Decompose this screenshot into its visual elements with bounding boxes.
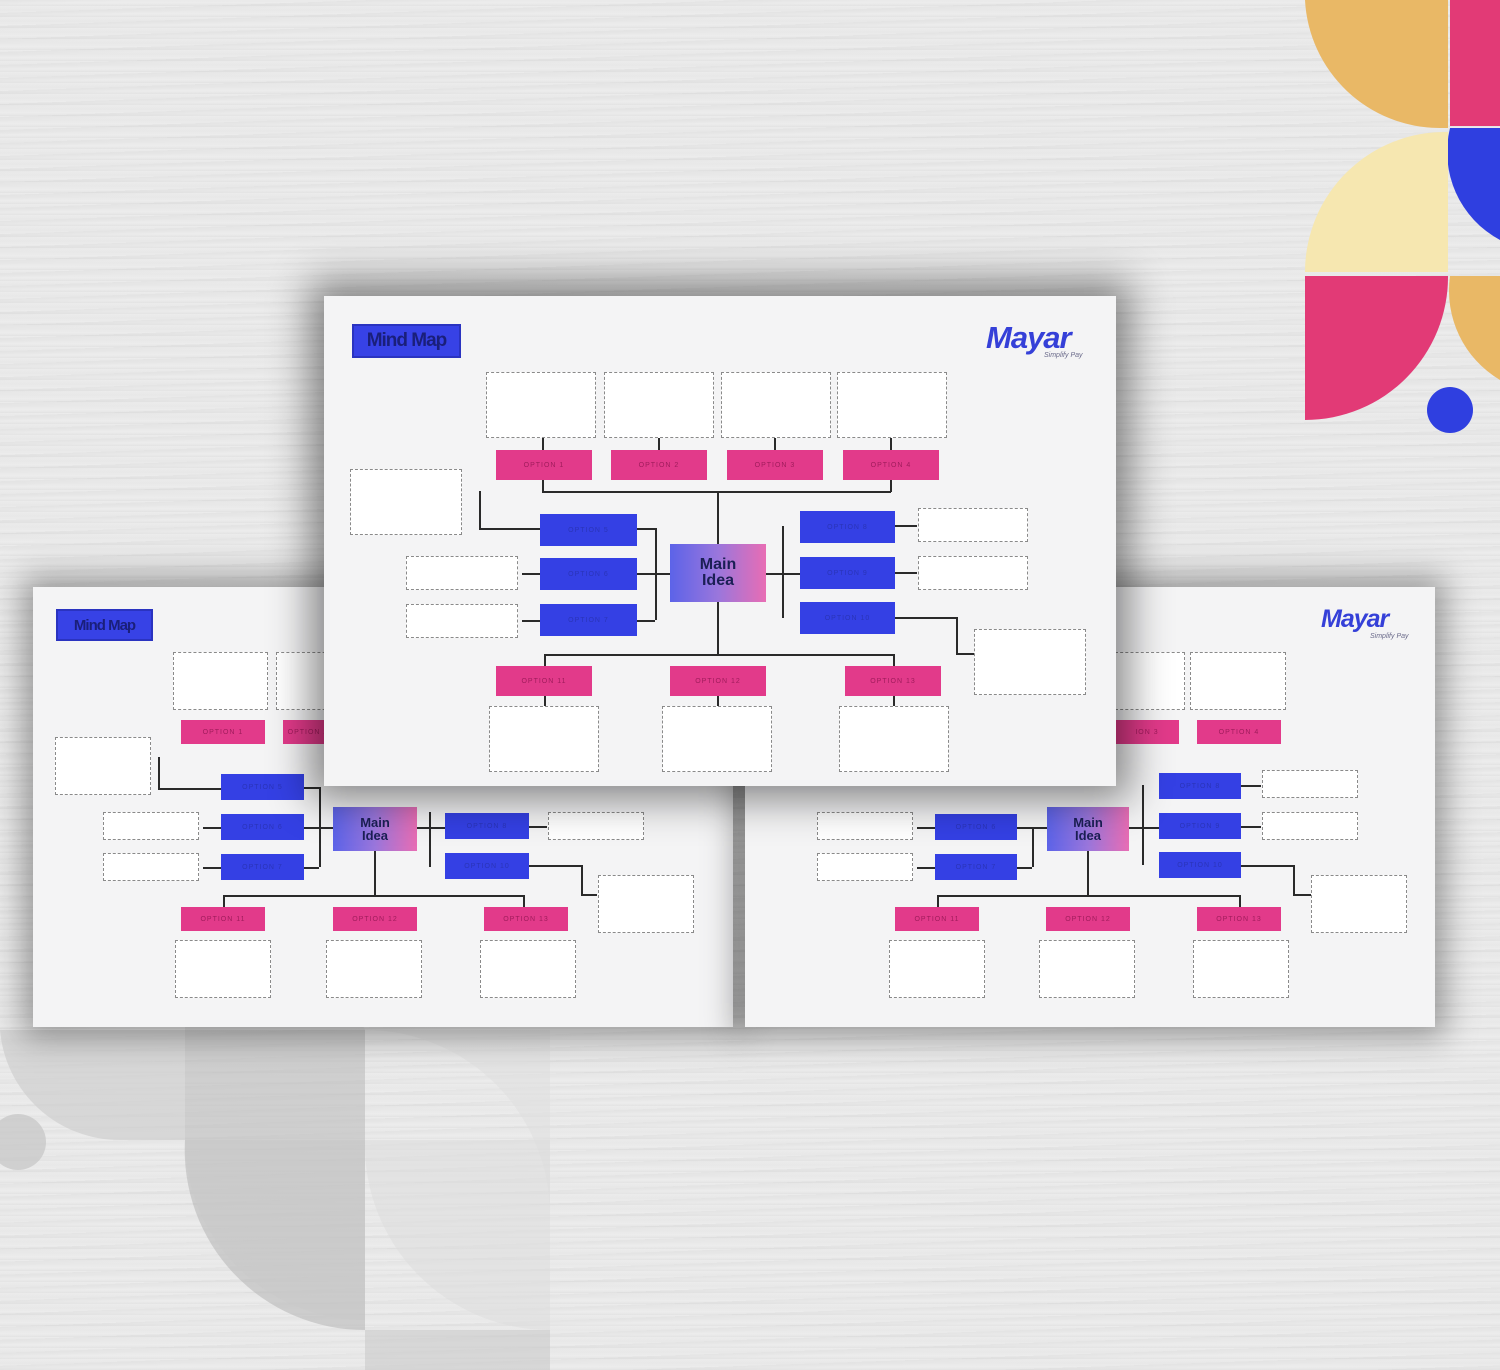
right-option-4: OPTION 4 [1197,720,1281,744]
front-option-1: OPTION 1 [496,450,592,480]
right-brand-tagline: Simplify Pay [1370,633,1409,640]
front-bottom-box [662,706,772,772]
left-top-box [173,652,268,710]
right-option-11: OPTION 11 [895,907,979,931]
front-option-12: OPTION 12 [670,666,766,696]
pink-quarter-shape [1450,0,1500,126]
left-option-8: OPTION 8 [445,813,529,839]
front-option-8: OPTION 8 [800,511,895,543]
gold-quarter-shape [1305,0,1448,129]
right-option-6: OPTION 6 [935,814,1017,840]
front-option-6: OPTION 6 [540,558,637,590]
right-brand-logo: Mayar [1321,605,1389,633]
front-bottom-box [839,706,949,772]
right-option-12: OPTION 12 [1046,907,1130,931]
right-side-box [1311,875,1407,933]
left-option-7: OPTION 7 [221,854,304,880]
front-option-5: OPTION 5 [540,514,637,546]
front-option-10: OPTION 10 [800,602,895,634]
front-option-3: OPTION 3 [727,450,823,480]
front-side-box [406,556,518,590]
front-side-box [406,604,518,638]
front-side-box [974,629,1086,695]
front-side-box [918,508,1028,542]
front-option-7: OPTION 7 [540,604,637,636]
left-option-10: OPTION 10 [445,853,529,879]
front-top-box [604,372,714,438]
cream-quarter-shape [1305,131,1448,272]
left-sheet-title: Mind Map [56,609,153,641]
left-side-box [55,737,151,795]
right-bottom-box [1039,940,1135,998]
left-option-12: OPTION 12 [333,907,417,931]
left-option-5: OPTION 5 [221,774,304,800]
right-side-box [1262,770,1358,798]
right-option-13: OPTION 13 [1197,907,1281,931]
left-bottom-box [480,940,576,998]
front-option-2: OPTION 2 [611,450,707,480]
left-bottom-box [175,940,271,998]
left-option-11: OPTION 11 [181,907,265,931]
front-brand-tagline: Simplify Pay [1044,352,1083,359]
front-side-box [350,469,462,535]
front-brand-logo: Mayar [986,320,1072,355]
right-option-3: ION 3 [1115,720,1179,744]
right-bottom-box [1193,940,1289,998]
front-top-box [837,372,947,438]
right-option-9: OPTION 9 [1159,813,1241,839]
left-bottom-box [326,940,422,998]
front-mind-map-sheet: Mind Map Mayar Simplify Pay OPTION 1 OPT… [324,296,1116,786]
front-top-box [486,372,596,438]
blue-dot-shape [1427,387,1473,433]
right-side-box [817,853,913,881]
pink-half-shape [1305,276,1449,420]
left-side-box [103,853,199,881]
right-option-7: OPTION 7 [935,854,1017,880]
front-option-9: OPTION 9 [800,557,895,589]
left-option-1: OPTION 1 [181,720,265,744]
right-bottom-box [889,940,985,998]
blue-quarter-shape [1447,128,1500,240]
front-sheet-title: Mind Map [352,324,461,358]
decorative-shapes-top-right [1305,0,1500,433]
left-option-6: OPTION 6 [221,814,304,840]
left-side-box [103,812,199,840]
left-side-box [548,812,644,840]
right-option-10: OPTION 10 [1159,852,1241,878]
right-top-box [1115,652,1185,710]
front-bottom-box [489,706,599,772]
front-top-box [721,372,831,438]
left-option-13: OPTION 13 [484,907,568,931]
right-side-box [1262,812,1358,840]
front-side-box [918,556,1028,590]
front-option-13: OPTION 13 [845,666,941,696]
front-option-11: OPTION 11 [496,666,592,696]
right-option-8: OPTION 8 [1159,773,1241,799]
decorative-shapes-bottom-left [0,960,550,1370]
right-top-box [1190,652,1286,710]
front-option-4: OPTION 4 [843,450,939,480]
gold-half-shape [1448,276,1500,380]
right-side-box [817,812,913,840]
left-side-box [598,875,694,933]
